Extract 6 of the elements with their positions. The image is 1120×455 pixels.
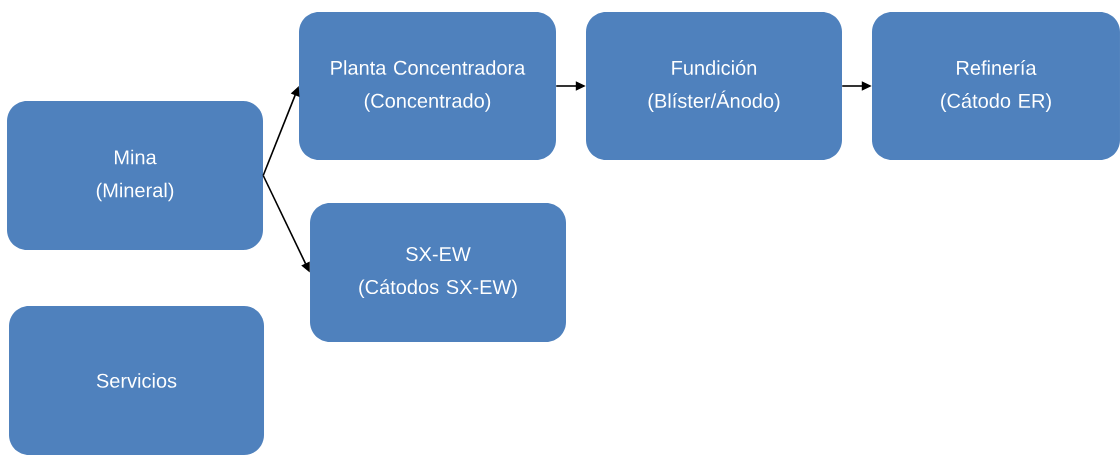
- process-box: Planta Concentradora (Concentrado): [299, 12, 556, 160]
- process-box: SX-EW (Cátodos SX-EW): [310, 203, 566, 342]
- process-box: Refinería (Cátodo ER): [872, 12, 1120, 160]
- process-box: Servicios: [9, 306, 264, 455]
- process-box: Fundición (Blíster/Ánodo): [586, 12, 842, 160]
- process-box: Mina (Mineral): [7, 101, 263, 250]
